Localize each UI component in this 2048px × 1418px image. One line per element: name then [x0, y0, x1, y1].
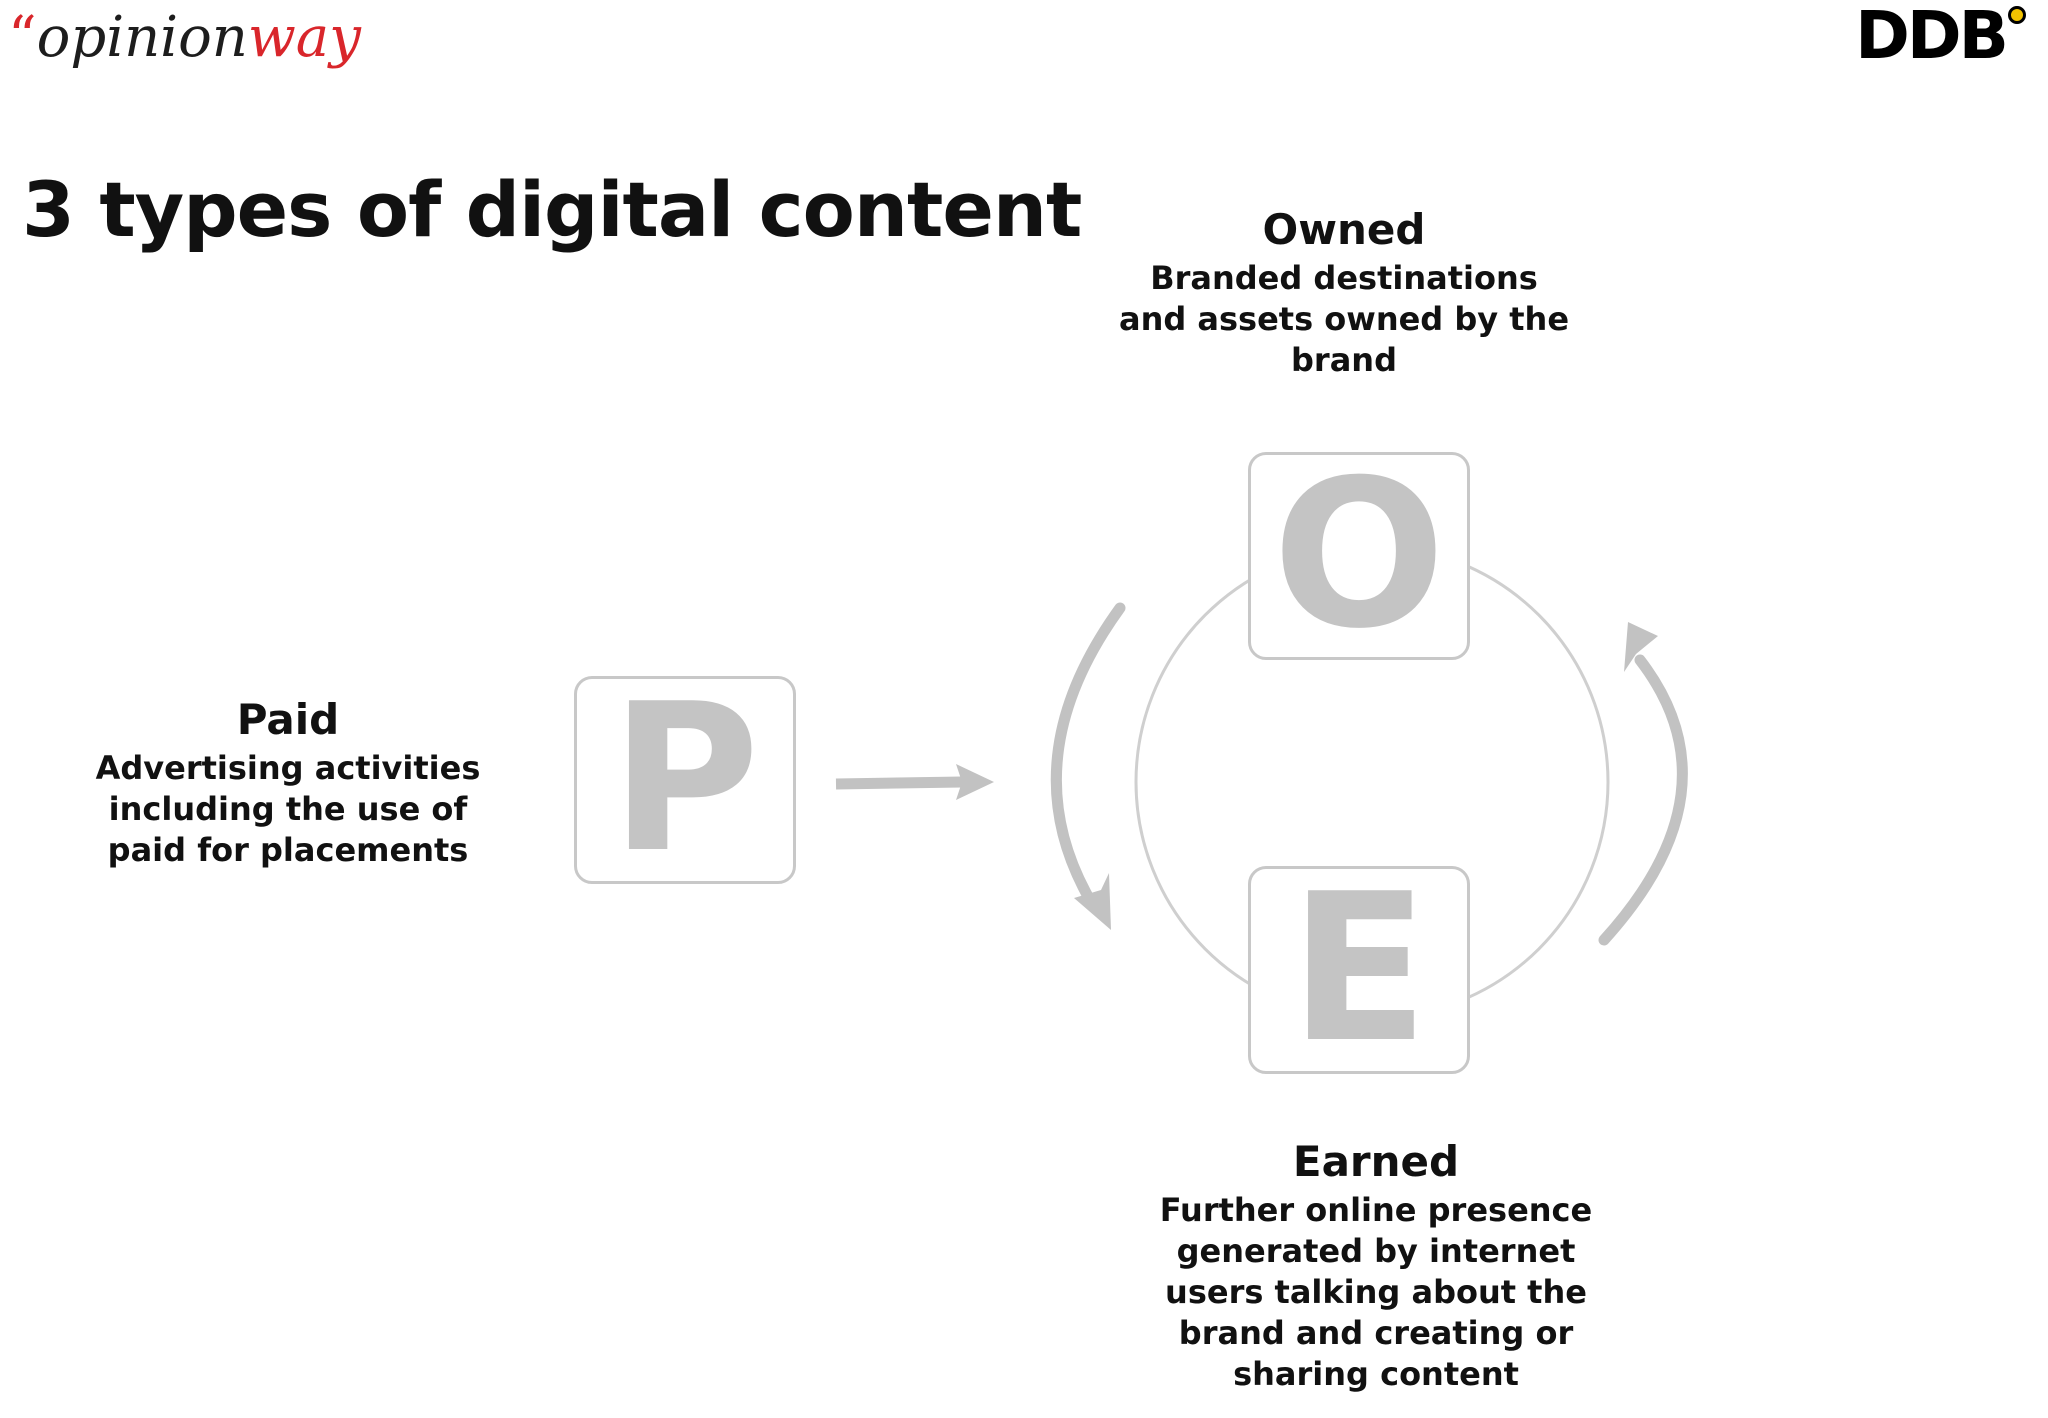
owned-description: Branded destinations and assets owned by…: [1118, 259, 1570, 379]
page-title: 3 types of digital content: [22, 165, 1082, 254]
logo-text-opinion: opinion: [36, 5, 248, 70]
ddb-logo-text: DDB: [1855, 0, 2009, 74]
earned-to-owned-arrow: [1598, 622, 1688, 946]
earned-title: Earned: [1292, 1137, 1460, 1186]
opinionway-logo: “opinionway: [8, 2, 361, 74]
ddb-logo-dot: [2008, 6, 2026, 24]
paid-to-cycle-arrow: [835, 764, 994, 800]
owned-letter-box: O: [1248, 452, 1470, 660]
paid-description: Advertising activities including the use…: [95, 749, 481, 869]
owned-to-earned-arrow: [1050, 602, 1126, 930]
earned-letter-box: E: [1248, 866, 1470, 1074]
owned-title: Owned: [1262, 205, 1426, 254]
earned-label-block: Earned Further online presence generated…: [1136, 1134, 1616, 1395]
logo-quote-mark: “: [8, 5, 37, 70]
paid-title: Paid: [236, 695, 340, 744]
paid-letter-box: P: [574, 676, 796, 884]
ddb-logo: DDB: [1855, 2, 2026, 74]
earned-description: Further online presence generated by int…: [1159, 1191, 1593, 1393]
owned-label-block: Owned Branded destinations and assets ow…: [1094, 202, 1594, 381]
paid-label-block: Paid Advertising activities including th…: [90, 692, 486, 871]
logo-text-way: way: [247, 5, 361, 70]
